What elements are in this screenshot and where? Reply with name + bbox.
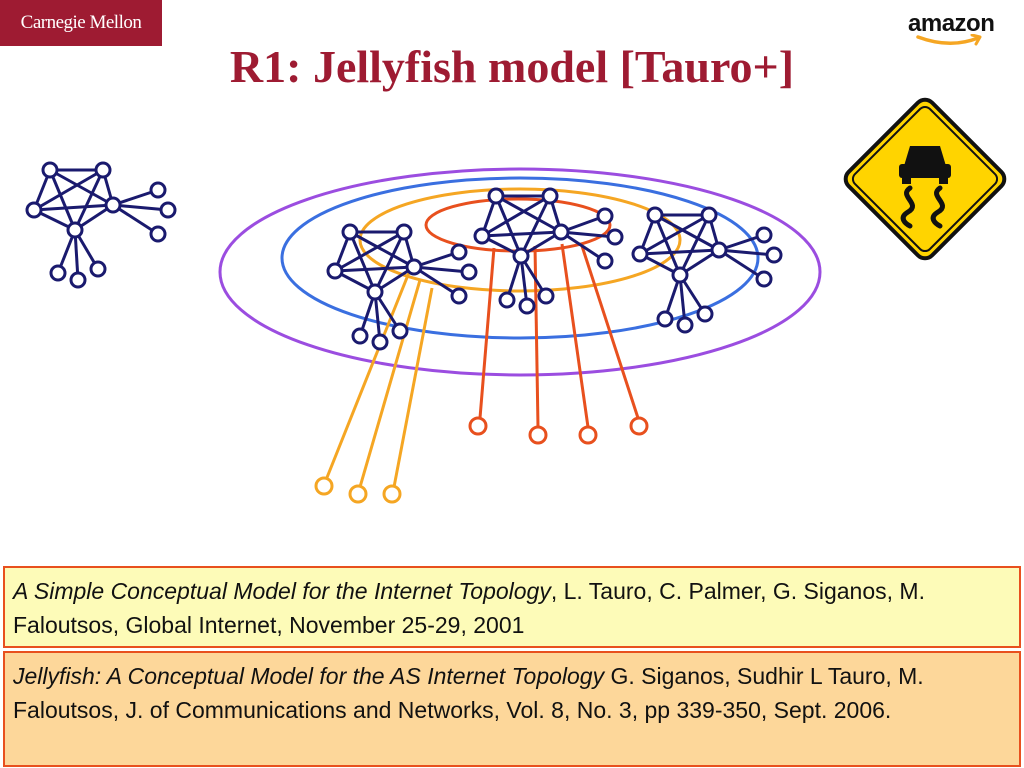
cluster-left — [326, 223, 478, 351]
reference-1-details: , L. Tauro, C. Palmer, G. Siganos, M. Fa… — [13, 578, 925, 638]
tendril-node — [382, 484, 402, 504]
orange-tendrils — [324, 269, 434, 488]
slide-title: R1: Jellyfish model [Tauro+] — [229, 41, 795, 92]
amazon-logo: amazon — [908, 12, 1008, 48]
amazon-smile-icon — [916, 34, 982, 46]
cluster-right — [631, 206, 783, 334]
tendril-node — [348, 484, 368, 504]
reference-box-1: A Simple Conceptual Model for the Intern… — [3, 566, 1021, 648]
reference-2-details: G. Siganos, Sudhir L Tauro, M. Faloutsos… — [13, 663, 924, 723]
red-tendrils — [478, 243, 640, 428]
tendril-node — [314, 476, 334, 496]
tendril-node — [578, 425, 598, 445]
tendril-node — [528, 425, 548, 445]
carnegie-mellon-logo: Carnegie Mellon — [0, 0, 162, 46]
reference-1-title: A Simple Conceptual Model for the Intern… — [13, 578, 551, 604]
cluster-top-left — [25, 161, 177, 289]
jellyfish-diagram — [25, 161, 822, 504]
third-shell — [280, 176, 760, 340]
second-shell — [358, 187, 682, 293]
slippery-road-sign-icon — [843, 97, 1007, 261]
cluster-core — [473, 187, 624, 315]
reference-2-title: Jellyfish: A Conceptual Model for the AS… — [13, 663, 605, 689]
tendril-node — [468, 416, 488, 436]
amazon-logo-text: amazon — [908, 10, 995, 37]
tendril-node — [629, 416, 649, 436]
reference-box-2: Jellyfish: A Conceptual Model for the AS… — [3, 651, 1021, 767]
outer-shell — [218, 167, 822, 377]
